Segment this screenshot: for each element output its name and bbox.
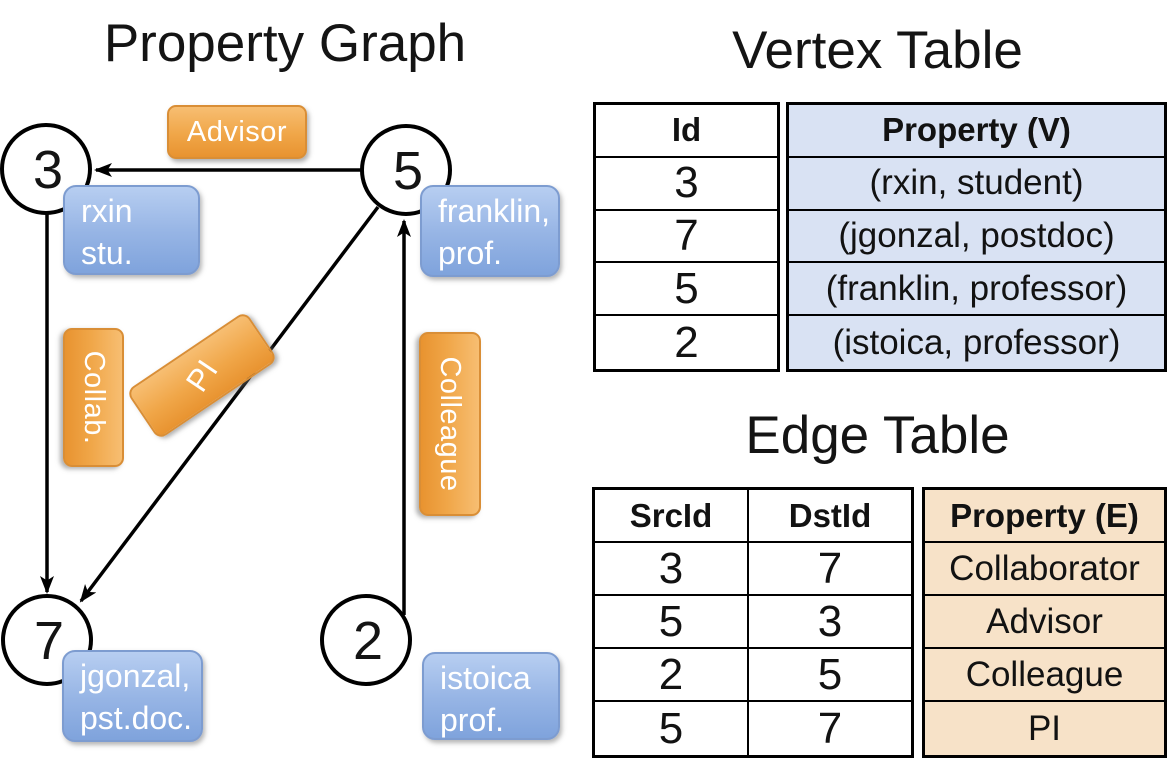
edge-row-3-src: 5: [595, 702, 749, 755]
vertex-box-rxin: rxin stu.: [63, 185, 200, 275]
node-label-2: 2: [353, 611, 383, 671]
vertex-row-0-property: (rxin, student): [789, 158, 1164, 211]
edge-label-colleague-text: Colleague: [434, 356, 467, 492]
edge-label-colleague: Colleague: [419, 332, 481, 516]
edge-label-pi-text: PI: [178, 352, 225, 398]
vertex-box-istoica-line1: istoica: [440, 660, 531, 696]
edge-row-3-property: PI: [1027, 708, 1062, 748]
edge-row-0-src: 3: [595, 543, 749, 596]
vertex-row-0-id: 3: [596, 158, 777, 211]
edge-row-2-property: Colleague: [925, 649, 1164, 702]
vertex-box-franklin-line1: franklin,: [438, 193, 551, 229]
edge-5-to-7: [79, 205, 380, 603]
edge-dst-header: DstId: [749, 490, 911, 543]
edge-row-0-property: Collaborator: [925, 543, 1164, 596]
vertex-box-jgonzal: jgonzal, pst.doc.: [62, 650, 203, 742]
vertex-box-jgonzal-line1: jgonzal,: [80, 658, 191, 694]
edge-row-0-dst: 7: [749, 543, 911, 596]
vertex-id-header: Id: [596, 105, 777, 158]
edge-row-1-src: 5: [595, 596, 749, 649]
edge-property-header: Property (E): [925, 490, 1164, 543]
vertex-box-jgonzal-line2: pst.doc.: [80, 700, 193, 736]
vertex-table-title: Vertex Table: [732, 21, 1023, 80]
vertex-box-istoica-line2: prof.: [440, 702, 505, 738]
vertex-row-1-id: 7: [596, 211, 777, 264]
edge-table-property-column: Property (E) Collaborator Advisor Collea…: [922, 487, 1167, 758]
vertex-row-2-property: (franklin, professor): [789, 263, 1164, 317]
vertex-row-2-id: 5: [596, 263, 777, 317]
vertex-table-property-column: Property (V) (rxin, student) (jgonzal, p…: [786, 102, 1167, 372]
vertex-box-rxin-line2: stu.: [81, 235, 133, 271]
vertex-row-3-property: (istoica, professor): [832, 322, 1121, 362]
node-circle-2: [320, 594, 412, 686]
vertex-row-3-id: 2: [674, 317, 699, 367]
edge-src-header: SrcId: [595, 490, 749, 543]
edge-row-1-dst: 3: [749, 596, 911, 649]
vertex-box-istoica: istoica prof.: [422, 652, 560, 740]
edge-label-advisor: Advisor: [167, 105, 307, 159]
vertex-box-franklin-line2: prof.: [438, 235, 503, 271]
edge-row-1-property: Advisor: [925, 596, 1164, 649]
edge-row-2-src: 2: [595, 649, 749, 702]
node-label-5: 5: [393, 141, 423, 201]
edge-table-title: Edge Table: [745, 406, 1010, 465]
vertex-box-franklin: franklin, prof.: [420, 185, 560, 277]
edge-label-advisor-text: Advisor: [186, 115, 288, 148]
vertex-property-header: Property (V): [789, 105, 1164, 158]
node-label-3: 3: [33, 140, 63, 200]
edge-label-collab: Collab.: [63, 328, 124, 467]
vertex-table-id-column: Id 3 7 5 2: [593, 102, 780, 372]
vertex-row-1-property: (jgonzal, postdoc): [789, 211, 1164, 264]
edge-label-collab-text: Collab.: [78, 350, 110, 445]
vertex-box-rxin-line1: rxin: [81, 193, 133, 229]
node-label-7: 7: [34, 611, 64, 671]
edge-row-3-dst: 7: [817, 703, 843, 753]
edge-table-id-columns: SrcId DstId 3 7 5 3 2 5 5 7: [592, 487, 914, 758]
edge-row-2-dst: 5: [749, 649, 911, 702]
property-graph-title: Property Graph: [103, 14, 467, 73]
